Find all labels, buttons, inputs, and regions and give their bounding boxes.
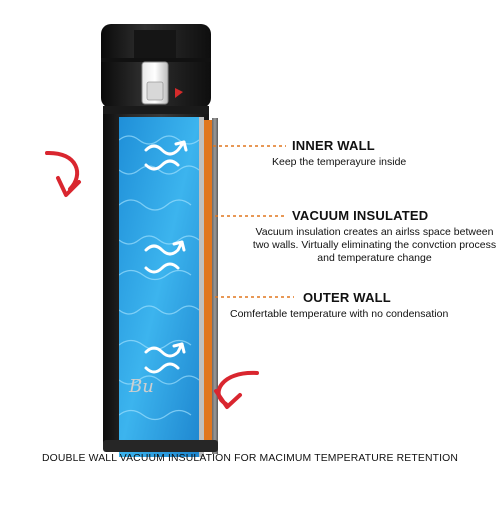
callout-outer-wall: OUTER WALL Comfertable temperature with …: [230, 290, 448, 321]
flask-lid: [101, 24, 211, 108]
callout-outer-desc: Comfertable temperature with no condensa…: [230, 308, 449, 320]
flask-base: [103, 440, 218, 452]
outer-steel-wall: [212, 118, 218, 454]
callout-inner-title: INNER WALL: [292, 138, 375, 153]
brand-text: Bu: [128, 376, 154, 397]
leader-lines: [207, 145, 294, 298]
red-arrow-left: [45, 150, 81, 197]
red-arrow-right: [214, 370, 259, 409]
callout-vacuum-title: VACUUM INSULATED: [292, 208, 429, 223]
callout-outer-title: OUTER WALL: [303, 290, 391, 305]
bottom-caption: DOUBLE WALL VACUUM INSULATION FOR MACIMU…: [41, 453, 459, 464]
inner-chamber: [119, 117, 204, 457]
callout-inner-wall: INNER WALL Keep the temperayure inside: [272, 138, 406, 169]
callout-vacuum-desc: Vacuum insulation creates an airlss spac…: [252, 226, 497, 264]
callout-vacuum: VACUUM INSULATED Vacuum insulation creat…: [253, 208, 497, 265]
vacuum-layer: [204, 120, 212, 452]
heat-flow-arrows: [144, 140, 188, 374]
callout-inner-desc: Keep the temperayure inside: [272, 156, 407, 168]
